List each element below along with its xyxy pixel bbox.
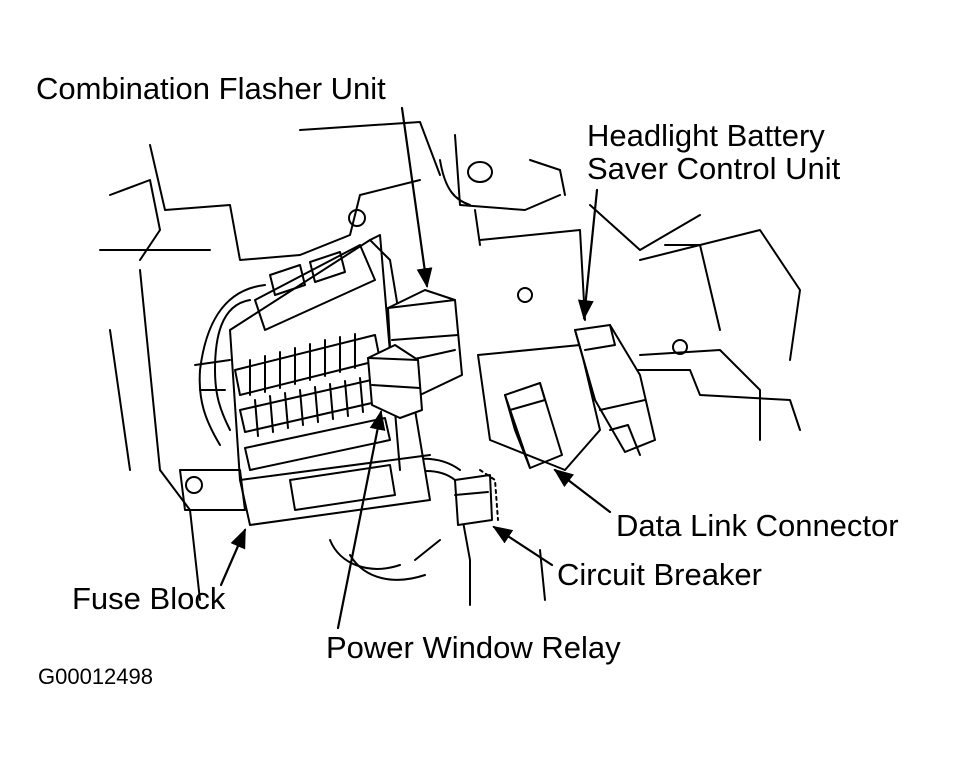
headlight-saver-unit-drawing xyxy=(574,324,656,456)
label-power-window-relay: Power Window Relay xyxy=(326,630,621,665)
leader-lines xyxy=(219,106,612,630)
power-window-relay-drawing xyxy=(367,344,423,419)
leader-combination-flasher xyxy=(400,106,433,288)
label-circuit-breaker: Circuit Breaker xyxy=(557,557,762,592)
label-fuse-block: Fuse Block xyxy=(72,581,226,616)
figure-code: G00012498 xyxy=(38,664,153,689)
label-headlight-line-2: Saver Control Unit xyxy=(587,151,841,186)
leader-headlight-saver xyxy=(577,188,599,320)
leader-power-window-relay xyxy=(336,410,386,630)
label-headlight-line-1: Headlight Battery xyxy=(587,118,825,153)
label-combination-flasher-unit: Combination Flasher Unit xyxy=(36,71,386,106)
data-link-connector-drawing xyxy=(477,344,601,471)
leader-fuse-block xyxy=(219,528,247,587)
circuit-breaker-drawing xyxy=(454,469,499,526)
leader-circuit-breaker xyxy=(492,525,554,567)
leader-data-link xyxy=(553,468,612,514)
label-data-link-connector: Data Link Connector xyxy=(616,508,899,543)
